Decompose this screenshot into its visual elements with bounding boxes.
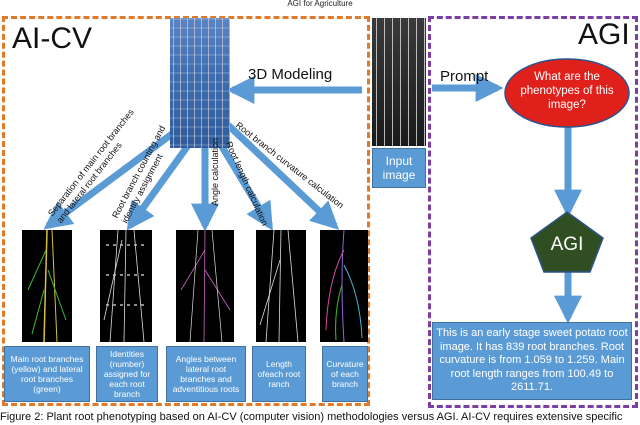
task-arrow-2: [126, 137, 195, 231]
answer-box: This is an early stage sweet potato root…: [432, 322, 632, 400]
modeling-label: 3D Modeling: [248, 66, 333, 83]
input-image: [372, 18, 426, 146]
ai-cv-title: AI-CV: [12, 22, 93, 55]
prompt-label: Prompt: [440, 68, 489, 85]
output-image-length: [256, 230, 306, 342]
output-label-counting: Identities (number) assigned for each ro…: [96, 346, 158, 402]
input-image-label: Input image: [372, 148, 426, 188]
output-image-angle: [176, 230, 234, 342]
task-arrow-5: [225, 122, 340, 230]
agi-node-label: AGI: [550, 234, 584, 255]
output-label-separation: Main root branches (yellow) and lateral …: [4, 346, 90, 402]
output-image-separation: [22, 230, 72, 342]
output-image-counting: [100, 230, 152, 342]
task-label-angle: Angle calculation: [210, 137, 220, 206]
task-arrow-4: [215, 138, 273, 231]
output-label-length: Length ofeach root ranch: [252, 346, 306, 402]
output-image-curvature: [320, 230, 368, 342]
task-arrow-1: [43, 125, 183, 230]
ai-cv-panel: [2, 16, 370, 406]
figure-caption: Figure 2: Plant root phenotyping based o…: [0, 411, 623, 423]
output-label-angle: Angles between lateral root branches and…: [166, 346, 246, 402]
root-image: [170, 18, 230, 148]
output-label-curvature: Curvature of each branch: [322, 346, 368, 402]
agi-title: AGI: [578, 18, 630, 51]
agi-panel: [428, 16, 638, 408]
agi-pentagon: [530, 211, 604, 273]
question-ellipse: [504, 58, 630, 128]
question-text: What are the phenotypes of this image?: [520, 71, 614, 111]
figure-header: AGI for Agriculture: [287, 0, 353, 8]
